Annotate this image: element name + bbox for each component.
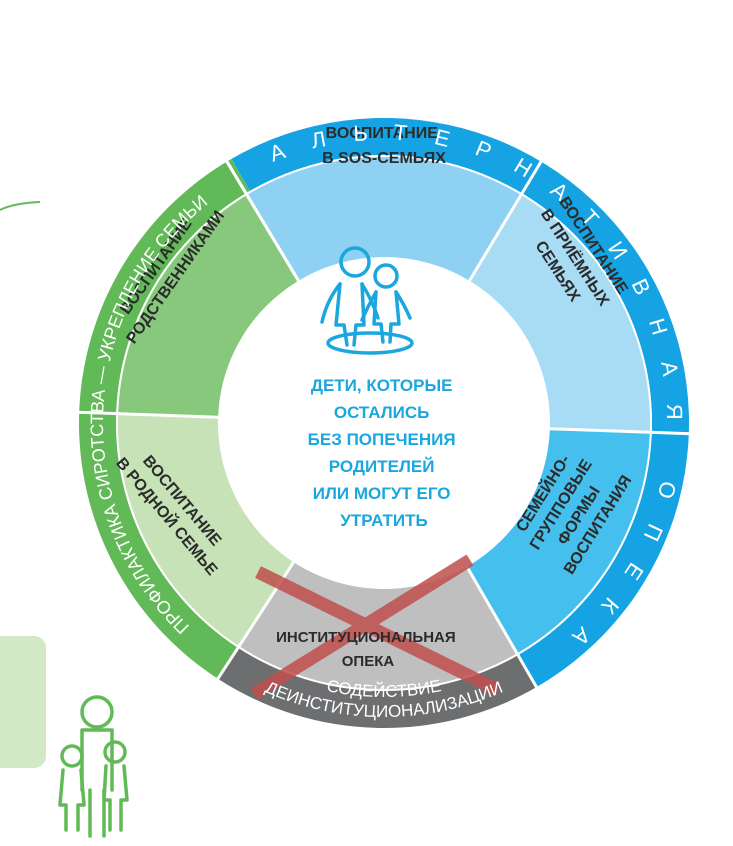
label-sos-families: ВОСПИТАНИЕ В SOS-СЕМЬЯХ: [322, 125, 446, 167]
center-line: УТРАТИТЬ: [340, 511, 427, 530]
family-icon: [58, 695, 129, 838]
segment-birth-family: [116, 413, 294, 648]
center-line: ОСТАЛИСЬ: [334, 403, 430, 422]
cross-out-mark: [250, 554, 501, 700]
children-icon: [320, 246, 414, 355]
center-line: ДЕТИ, КОТОРЫЕ: [311, 376, 453, 395]
separator-line: [468, 159, 544, 282]
deinstitutionalization-ring: [217, 647, 537, 728]
center-line: ИЛИ МОГУТ ЕГО: [313, 484, 451, 503]
alternative-care-ring: [231, 117, 689, 688]
center-line: БЕЗ ПОПЕЧЕНИЯ: [308, 430, 456, 449]
separator-line: [77, 410, 219, 419]
prevention-ring: [79, 158, 250, 679]
label-family-group: СЕМЕЙНО- ГРУППОВЫЕ ФОРМЫ ВОСПИТАНИЯ: [506, 438, 635, 577]
center-circle: [219, 258, 549, 588]
segment-family-group: [467, 428, 652, 656]
segment-relatives: [116, 193, 299, 418]
side-curve: [0, 201, 41, 211]
separator-line: [224, 159, 300, 282]
side-panel: [0, 636, 46, 768]
separator-line: [465, 566, 539, 690]
center-line: РОДИТЕЛЕЙ: [329, 457, 435, 476]
separator-line: [549, 427, 691, 436]
center-title: ДЕТИ, КОТОРЫЕ ОСТАЛИСЬ БЕЗ ПОПЕЧЕНИЯ РОД…: [308, 376, 461, 530]
segment-sos-families: [245, 154, 523, 281]
ring-inner-edge: [116, 155, 652, 691]
label-institutional: ИНСТИТУЦИОНАЛЬНАЯ ОПЕКА: [276, 629, 460, 670]
segment-foster-families: [469, 193, 652, 433]
